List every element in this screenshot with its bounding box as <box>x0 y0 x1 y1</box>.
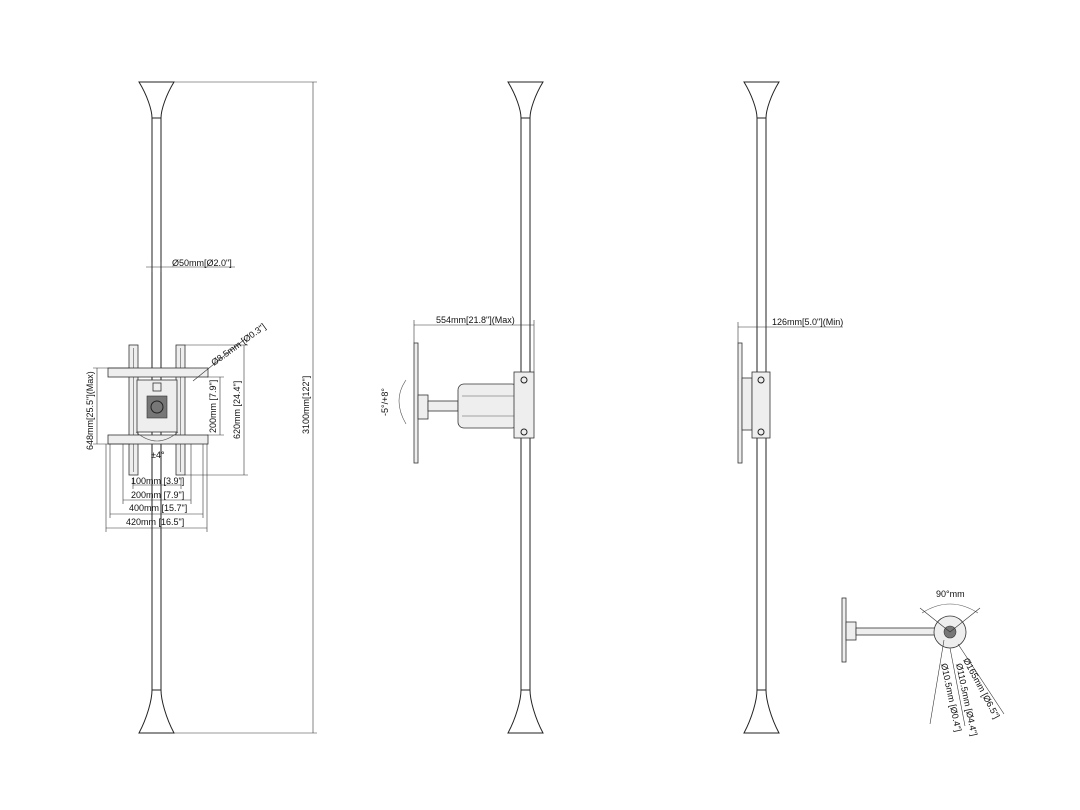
hole-diameter-label: Ø8.5mm [Ø0.3"] <box>209 321 267 367</box>
pole-diameter-label: Ø50mm[Ø2.0"] <box>172 258 232 268</box>
folded-ceiling-flange <box>743 81 780 119</box>
side-arm-body <box>457 383 519 429</box>
side-floor-flange <box>507 689 544 734</box>
tilt-arc <box>398 379 407 425</box>
side-clamp <box>513 371 535 439</box>
folded-clamp <box>751 371 771 439</box>
width-400-label: 400mm [15.7"] <box>129 503 187 513</box>
side-screen-plate <box>413 342 419 464</box>
side-arm <box>427 400 459 412</box>
front-ceiling-flange <box>138 81 175 119</box>
front-bar-bottom <box>107 434 209 445</box>
rotation-label: ±4° <box>151 450 165 460</box>
swivel-arc <box>921 603 979 614</box>
front-floor-flange <box>138 689 175 734</box>
folded-floor-flange <box>743 689 780 734</box>
total-height-label: 3100mm[122"] <box>301 376 311 434</box>
side-view-folded: 126mm[5.0"](Min) <box>737 81 843 734</box>
front-view: Ø50mm[Ø2.0"] Ø8.5mm [Ø0.3"] 648mm[25.5"]… <box>85 81 317 734</box>
width-100-label: 100mm [3.9"] <box>131 476 184 486</box>
folded-screen-plate <box>737 342 743 464</box>
front-rotation-arc <box>135 431 179 442</box>
side-ceiling-flange <box>507 81 544 119</box>
max-extension-label: 554mm[21.8"](Max) <box>436 315 515 325</box>
min-extension-label: 126mm[5.0"](Min) <box>772 317 843 327</box>
outer-height-label: 620mm [24.4"] <box>232 381 242 439</box>
top-arm <box>855 627 937 636</box>
front-bar-top <box>107 367 209 378</box>
tilt-label: -5°/+8° <box>380 388 390 416</box>
folded-arm <box>741 377 753 431</box>
width-200-label: 200mm [7.9"] <box>131 490 184 500</box>
inner-height-label: 200mm [7.9"] <box>208 380 218 433</box>
swivel-label: 90°mm <box>936 589 965 599</box>
max-height-label: 648mm[25.5"](Max) <box>85 371 95 450</box>
width-420-label: 420mm [16.5"] <box>126 517 184 527</box>
top-screen-plate <box>841 597 847 663</box>
side-view-extended: 554mm[21.8"](Max) -5°/+8° <box>380 81 544 734</box>
top-view: 90°mm Ø10.5mm [Ø0.4"] Ø110.5mm [Ø4.4"] Ø… <box>841 589 1005 737</box>
front-mount-core <box>146 395 168 419</box>
